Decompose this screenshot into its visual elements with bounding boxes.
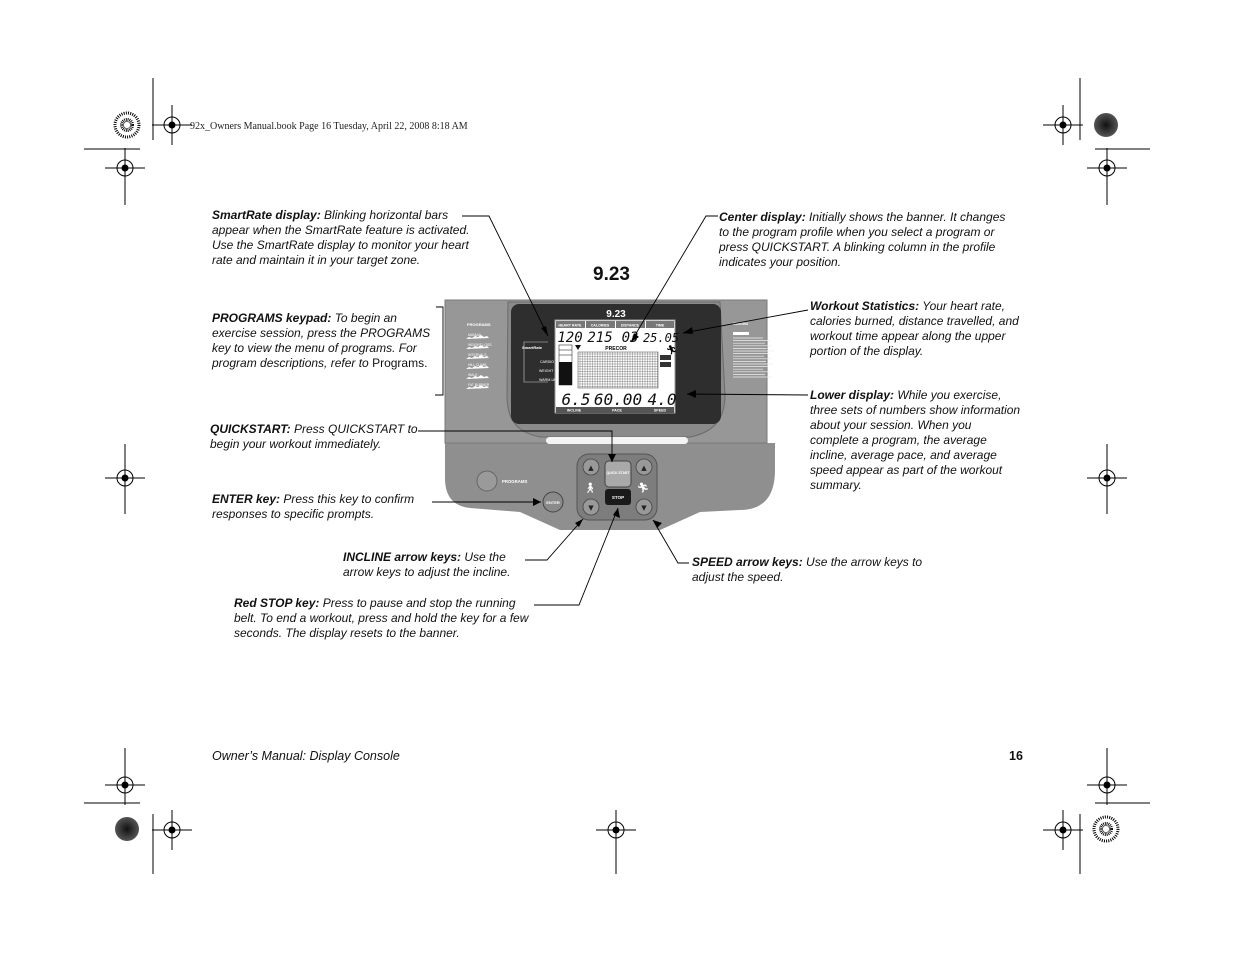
profile-grid-lines (578, 352, 658, 388)
svg-text:▼: ▼ (641, 504, 647, 512)
stat-label-heart-rate: HEART RATE (559, 324, 582, 328)
callout-text: Press to pause and stop the running belt… (234, 596, 529, 640)
programs-key (476, 470, 498, 492)
lower-value-incline: 6.5 (562, 390, 591, 409)
program-item-label: INTERVALS (468, 353, 487, 357)
callout-programs: PROGRAMS keypad: To begin an exercise se… (212, 311, 436, 371)
programs-key-label: PROGRAMS (502, 479, 527, 484)
console-illustration: 9.23 HEART RATE CALORIES DISTANCE TIME 1… (444, 299, 775, 530)
program-profile-icon (466, 375, 489, 379)
callout-text: While you exercise, three sets of number… (810, 388, 1021, 492)
page-number: 16 (1009, 749, 1023, 763)
program-item-label: FAT BURNER (468, 383, 490, 387)
stat-label-row (556, 321, 674, 328)
callout-term: Workout Statistics: (810, 299, 920, 313)
stat-value-heart-rate: 120 (557, 330, 582, 346)
arrow-keys (582, 458, 653, 516)
callout-term: SPEED arrow keys: (692, 555, 803, 569)
quickstart-key (604, 460, 632, 488)
callout-stop: Red STOP key: Press to pause and stop th… (234, 596, 534, 641)
program-item-label: WALK (468, 373, 478, 377)
zone-label-cardio: CARDIO (540, 360, 554, 364)
callout-text: Press this key to confirm responses to s… (212, 492, 415, 521)
book-header-line: 92x_Owners Manual.book Page 16 Tuesday, … (190, 121, 468, 132)
stat-label-calories: CALORIES (591, 324, 610, 328)
position-marker (575, 345, 581, 350)
callout-smartrate: SmartRate display: Blinking horizontal b… (212, 208, 474, 268)
svg-text:▼: ▼ (588, 504, 594, 512)
enter-key (542, 491, 564, 513)
program-profile-icon (466, 355, 489, 359)
stop-key-label: STOP (612, 495, 624, 500)
program-item-label: MANUAL (468, 333, 482, 337)
callout-text: Initially shows the banner. It changes t… (719, 210, 1006, 269)
warning-label-block: WARNING (733, 322, 774, 378)
zone-label-warmup: WARM-UP (539, 378, 557, 382)
warning-label: WARNING (733, 322, 749, 326)
zone-label-weight: WEIGHT (539, 369, 554, 373)
footer-title: Owner’s Manual: Display Console (212, 749, 400, 763)
brand-label: PRECOR (605, 346, 627, 352)
program-item-label: WEIGHT LOSS (468, 343, 492, 347)
quickstart-key-label: QUICK START (607, 471, 631, 475)
profile-grid (577, 351, 659, 389)
callout-text: To begin an exercise session, press the … (212, 311, 431, 370)
callout-speed: SPEED arrow keys: Use the arrow keys to … (692, 555, 954, 585)
color-rosettes (113, 111, 1120, 843)
callout-text: Use the arrow keys to adjust the speed. (692, 555, 923, 584)
smartrate-bars (558, 344, 573, 386)
stat-value-calories: 215 (587, 330, 612, 346)
lower-label-incline: INCLINE (567, 409, 582, 413)
callout-enter: ENTER key: Press this key to confirm res… (212, 492, 436, 522)
program-item-label: HILL CLIMB (468, 363, 487, 367)
walker-icon: 🚶︎ (584, 482, 597, 494)
svg-text:▲: ▲ (588, 464, 594, 472)
callout-arrowheads (533, 326, 696, 528)
program-profile-icon (466, 335, 489, 339)
callout-term: Center display: (719, 210, 806, 224)
callout-text: Your heart rate, calories burned, distan… (810, 299, 1019, 358)
callout-text: Blinking horizontal bars appear when the… (212, 208, 470, 267)
stat-value-time: 25.05 (643, 331, 679, 345)
callout-quickstart: QUICKSTART: Press QUICKSTART to begin yo… (210, 422, 422, 452)
callout-lower-display: Lower display: While you exercise, three… (810, 388, 1022, 493)
callout-term: ENTER key: (212, 492, 281, 506)
callout-term: SmartRate display: (212, 208, 321, 222)
callout-text: Use the arrow keys to adjust the incline… (343, 550, 511, 579)
callout-end: . (424, 356, 428, 370)
callout-term: INCLINE arrow keys: (343, 550, 462, 564)
lower-label-pace: PACE (612, 409, 622, 413)
runner-icon: 🏃︎ (666, 345, 677, 355)
program-profile-icon (466, 365, 489, 369)
callout-leader-lines (418, 215, 809, 606)
runner-key-icon: 🏃︎ (637, 482, 650, 494)
model-title: 9.23 (593, 264, 630, 285)
lower-label-speed: SPEED (654, 409, 667, 413)
lower-value-pace: 60.00 (594, 390, 642, 409)
stop-key (605, 489, 631, 505)
callout-incline: INCLINE arrow keys: Use the arrow keys t… (343, 550, 533, 580)
callout-term: PROGRAMS keypad: (212, 311, 332, 325)
lower-value-speed: 4.0 (648, 390, 677, 409)
svg-text:▲: ▲ (641, 464, 647, 472)
callout-term: QUICKSTART: (210, 422, 291, 436)
callout-text: Press QUICKSTART to begin your workout i… (210, 422, 418, 451)
enter-key-label: ENTER (546, 500, 560, 505)
callout-center-display: Center display: Initially shows the bann… (719, 210, 1009, 270)
programs-list-title: PROGRAMS (467, 322, 491, 327)
smartrate-label: SmartRate (522, 345, 543, 350)
stat-label-time: TIME (656, 324, 665, 328)
callout-term: Lower display: (810, 388, 895, 402)
program-profile-icon (466, 345, 489, 349)
callout-term: Red STOP key: (234, 596, 320, 610)
callout-workout-statistics: Workout Statistics: Your heart rate, cal… (810, 299, 1020, 359)
console-model-label: 9.23 (606, 309, 626, 320)
stat-label-distance: DISTANCE (621, 324, 640, 328)
programs-reference-link[interactable]: Programs (372, 356, 425, 370)
